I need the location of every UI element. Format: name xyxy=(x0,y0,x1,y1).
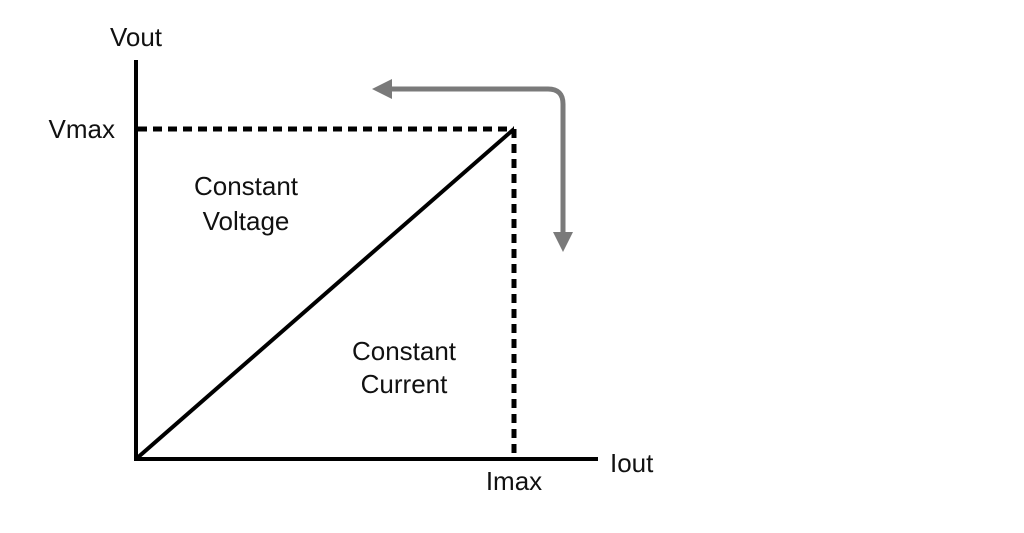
load-line-diagonal xyxy=(134,127,516,461)
crossover-arrow xyxy=(372,79,573,252)
imax-label: Imax xyxy=(486,466,542,496)
constant-current-label-line2: Current xyxy=(361,369,448,399)
constant-voltage-label-line2: Voltage xyxy=(203,206,290,236)
vmax-label: Vmax xyxy=(49,114,115,144)
x-axis-label: Iout xyxy=(610,448,654,478)
y-axis-label: Vout xyxy=(110,22,163,52)
constant-current-label-line1: Constant xyxy=(352,336,457,366)
constant-voltage-label-line1: Constant xyxy=(194,171,299,201)
